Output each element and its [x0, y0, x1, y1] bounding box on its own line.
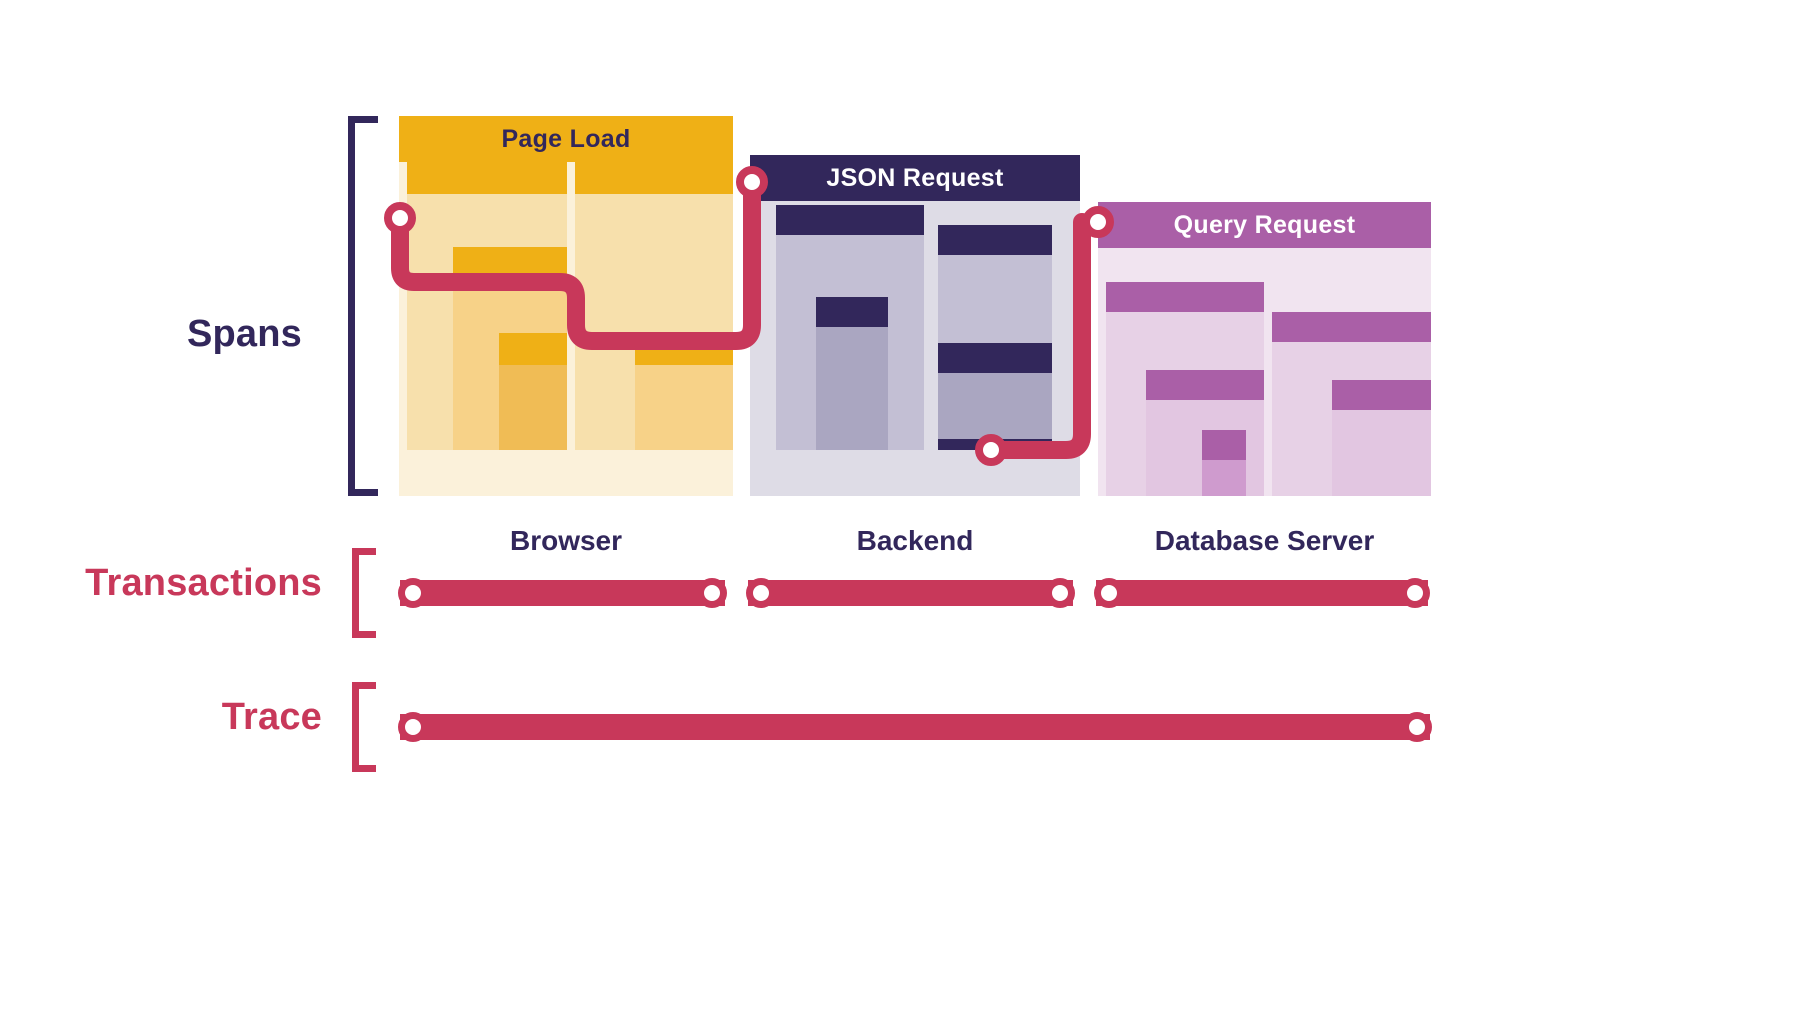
connector-node-backend-span-end[interactable]	[975, 434, 1007, 466]
transaction-node-end[interactable]	[697, 578, 727, 608]
span-bar[interactable]	[1332, 380, 1431, 496]
transaction-bar-browser[interactable]	[398, 578, 727, 608]
span-group-backend-title: JSON Request	[750, 155, 1080, 201]
trace-bar[interactable]	[398, 712, 1432, 742]
span-bar-cap	[938, 343, 1052, 373]
span-bar[interactable]	[1202, 430, 1246, 496]
span-bar-cap	[407, 162, 567, 194]
connector-node-browser-span-start[interactable]	[384, 202, 416, 234]
trace-node-start[interactable]	[398, 712, 428, 742]
span-bar-cap	[499, 333, 567, 365]
transaction-node-end[interactable]	[1400, 578, 1430, 608]
span-bar[interactable]	[499, 333, 567, 450]
connector-node-browser-span-end[interactable]	[736, 166, 768, 198]
trace-node-end[interactable]	[1402, 712, 1432, 742]
transaction-line	[1096, 580, 1428, 606]
span-bar-cap	[575, 162, 733, 194]
transaction-line	[400, 580, 725, 606]
transaction-node-start[interactable]	[746, 578, 776, 608]
span-group-browser-body	[399, 162, 733, 496]
span-group-database-body	[1098, 248, 1431, 496]
service-name-database: Database Server	[1154, 525, 1375, 556]
connector-node-database-span-start[interactable]	[1082, 206, 1114, 238]
row-label-spans: Spans	[186, 313, 302, 355]
transaction-node-start[interactable]	[1094, 578, 1124, 608]
span-bar-cap	[816, 297, 888, 327]
span-bar-cap	[1146, 370, 1264, 400]
span-group-browser-title: Page Load	[399, 116, 733, 162]
span-bar[interactable]	[816, 297, 888, 450]
row-label-trace: Trace	[221, 696, 322, 738]
spans-bracket	[348, 116, 378, 496]
transaction-node-end[interactable]	[1045, 578, 1075, 608]
transactions-bracket	[352, 548, 376, 638]
transaction-node-start[interactable]	[398, 578, 428, 608]
span-bar-cap	[1332, 380, 1431, 410]
trace-bracket	[352, 682, 376, 772]
service-name-browser: Browser	[509, 525, 623, 556]
span-bar-cap	[1106, 282, 1264, 312]
span-bar-cap	[1202, 430, 1246, 460]
span-bar-cap	[938, 225, 1052, 255]
span-group-browser[interactable]: Page Load	[399, 116, 733, 496]
transaction-bar-database[interactable]	[1094, 578, 1430, 608]
transaction-bar-backend[interactable]	[746, 578, 1075, 608]
span-bar-cap	[776, 205, 924, 235]
service-name-backend: Backend	[856, 525, 974, 556]
span-group-database-title: Query Request	[1098, 202, 1431, 248]
span-bar[interactable]	[938, 343, 1052, 450]
transaction-line	[748, 580, 1073, 606]
span-group-database[interactable]: Query Request	[1098, 202, 1431, 496]
trace-line	[400, 714, 1430, 740]
span-bar-cap	[1272, 312, 1431, 342]
row-label-transactions: Transactions	[85, 562, 322, 604]
